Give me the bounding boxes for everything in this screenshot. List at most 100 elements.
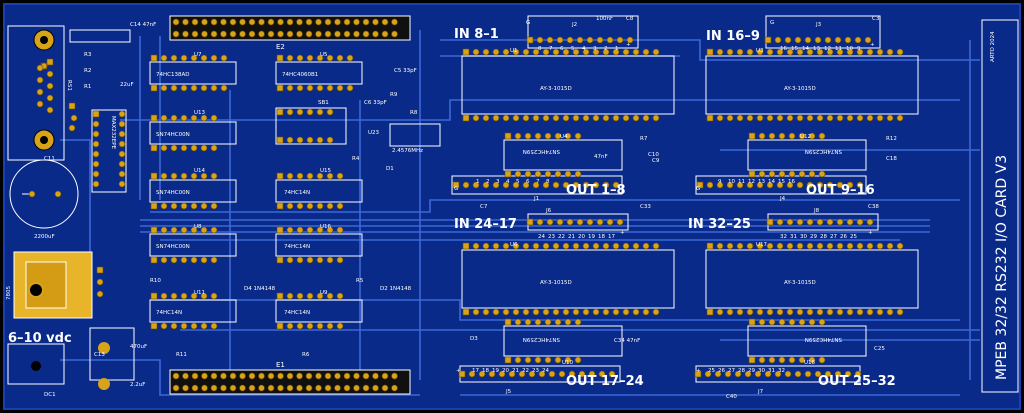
u1-pin — [472, 114, 480, 122]
u7-pin — [150, 84, 158, 92]
u17-pin — [706, 308, 714, 316]
u4-pin — [554, 132, 562, 140]
u17-pin — [866, 242, 874, 250]
u11-pin — [190, 292, 198, 300]
u2-pin — [118, 130, 126, 138]
e1-pin — [258, 384, 265, 392]
u9-pin — [316, 322, 324, 330]
e1-pin — [210, 372, 218, 380]
e1-pin — [315, 384, 322, 392]
chip-u15-ref: U15 — [320, 168, 332, 174]
chip-u14-ref: U14 — [194, 168, 206, 174]
db9-pin — [46, 94, 54, 102]
j3-pin-number: 14 — [802, 46, 809, 52]
j3-pin — [774, 36, 782, 44]
u7-pin — [210, 84, 218, 92]
j1-pin — [612, 181, 620, 189]
marker-g-j4: G — [696, 186, 700, 192]
u9-pin — [276, 292, 284, 300]
u11-pin — [180, 292, 188, 300]
u3-pin — [786, 114, 794, 122]
u15-pin — [276, 172, 284, 180]
u1-pin — [482, 48, 490, 56]
cap-pad — [70, 114, 78, 122]
j2-pin — [546, 36, 554, 44]
u6-pin — [512, 308, 520, 316]
j6-pin-number: 18 — [598, 234, 605, 240]
e2-pin — [372, 18, 379, 26]
u7-pin — [200, 84, 208, 92]
j5-pin — [508, 370, 516, 378]
u11-pin — [190, 322, 198, 330]
u1-pin — [652, 114, 660, 122]
j3-pin — [794, 36, 802, 44]
e1-pin — [182, 384, 189, 392]
connector-j4-label: J4 — [779, 196, 786, 202]
j7-pin — [854, 370, 862, 378]
u4-pin — [504, 170, 512, 178]
j6-pin-number: 22 — [558, 234, 565, 240]
j7-pin — [764, 370, 772, 378]
chip-u10-part: SN74HC259N — [523, 336, 560, 342]
u11-pin — [210, 322, 218, 330]
u1-pin — [492, 114, 500, 122]
u8-pin — [190, 256, 198, 264]
j5-pin — [488, 370, 496, 378]
j8-pin-number: 27 — [830, 234, 837, 240]
connector-j6-label: J6 — [545, 208, 552, 214]
r7-label: R7 — [640, 136, 648, 142]
u15-pin — [326, 202, 334, 210]
u11-pin — [180, 322, 188, 330]
u3-pin — [786, 48, 794, 56]
u4-pin — [504, 132, 512, 140]
u11-pin — [200, 292, 208, 300]
c25-label: C25 — [874, 346, 885, 352]
e2-pin — [267, 30, 275, 38]
marker-plus-j3: + — [870, 42, 875, 48]
u1-pin — [602, 114, 610, 122]
chip-u12-part: SN74HC259N — [805, 148, 842, 154]
connector-j3-label: J3 — [815, 22, 822, 28]
j1-pin — [482, 181, 490, 189]
r3-label: R3 — [84, 52, 92, 58]
j8-pin — [796, 218, 804, 226]
u6-pin — [542, 242, 550, 250]
u13-pin — [170, 144, 178, 152]
e2-pin — [210, 30, 218, 38]
e2-pin — [248, 30, 256, 38]
u6-pin — [482, 242, 490, 250]
sb1-pin — [316, 136, 324, 144]
u7-pin — [200, 54, 208, 62]
e1-pin — [286, 372, 294, 380]
u11-pin — [150, 322, 158, 330]
j4-pin-number: 10 — [728, 179, 735, 185]
j1-pin-number: 3 — [496, 179, 500, 185]
u1-pin — [582, 114, 590, 122]
j6-pin-number: 19 — [588, 234, 595, 240]
j7-pin — [844, 370, 852, 378]
u3-pin — [756, 48, 764, 56]
u4-pin — [534, 132, 542, 140]
j6-pin — [566, 218, 574, 226]
r11-label: R11 — [176, 352, 187, 358]
u2-pin — [92, 110, 100, 118]
u3-pin — [706, 48, 714, 56]
e2-pin — [229, 18, 237, 26]
label-in-16-9: IN 16–9 — [706, 29, 760, 44]
u4-pin — [564, 170, 572, 178]
u12-pin — [808, 170, 816, 178]
u5-pin — [336, 54, 344, 62]
u11-pin — [200, 322, 208, 330]
u15-pin — [336, 172, 344, 180]
c7-label: C7 — [480, 204, 488, 210]
j4-pin — [786, 181, 794, 189]
u10-pin — [574, 318, 582, 326]
u16-pin — [276, 256, 284, 264]
u1-pin — [462, 114, 470, 122]
e1-pin — [286, 384, 294, 392]
e1-pin — [334, 384, 341, 392]
c10-label: C10 — [648, 152, 659, 158]
u17-pin — [856, 308, 864, 316]
u7-pin — [180, 54, 188, 62]
u17-pin — [896, 242, 904, 250]
